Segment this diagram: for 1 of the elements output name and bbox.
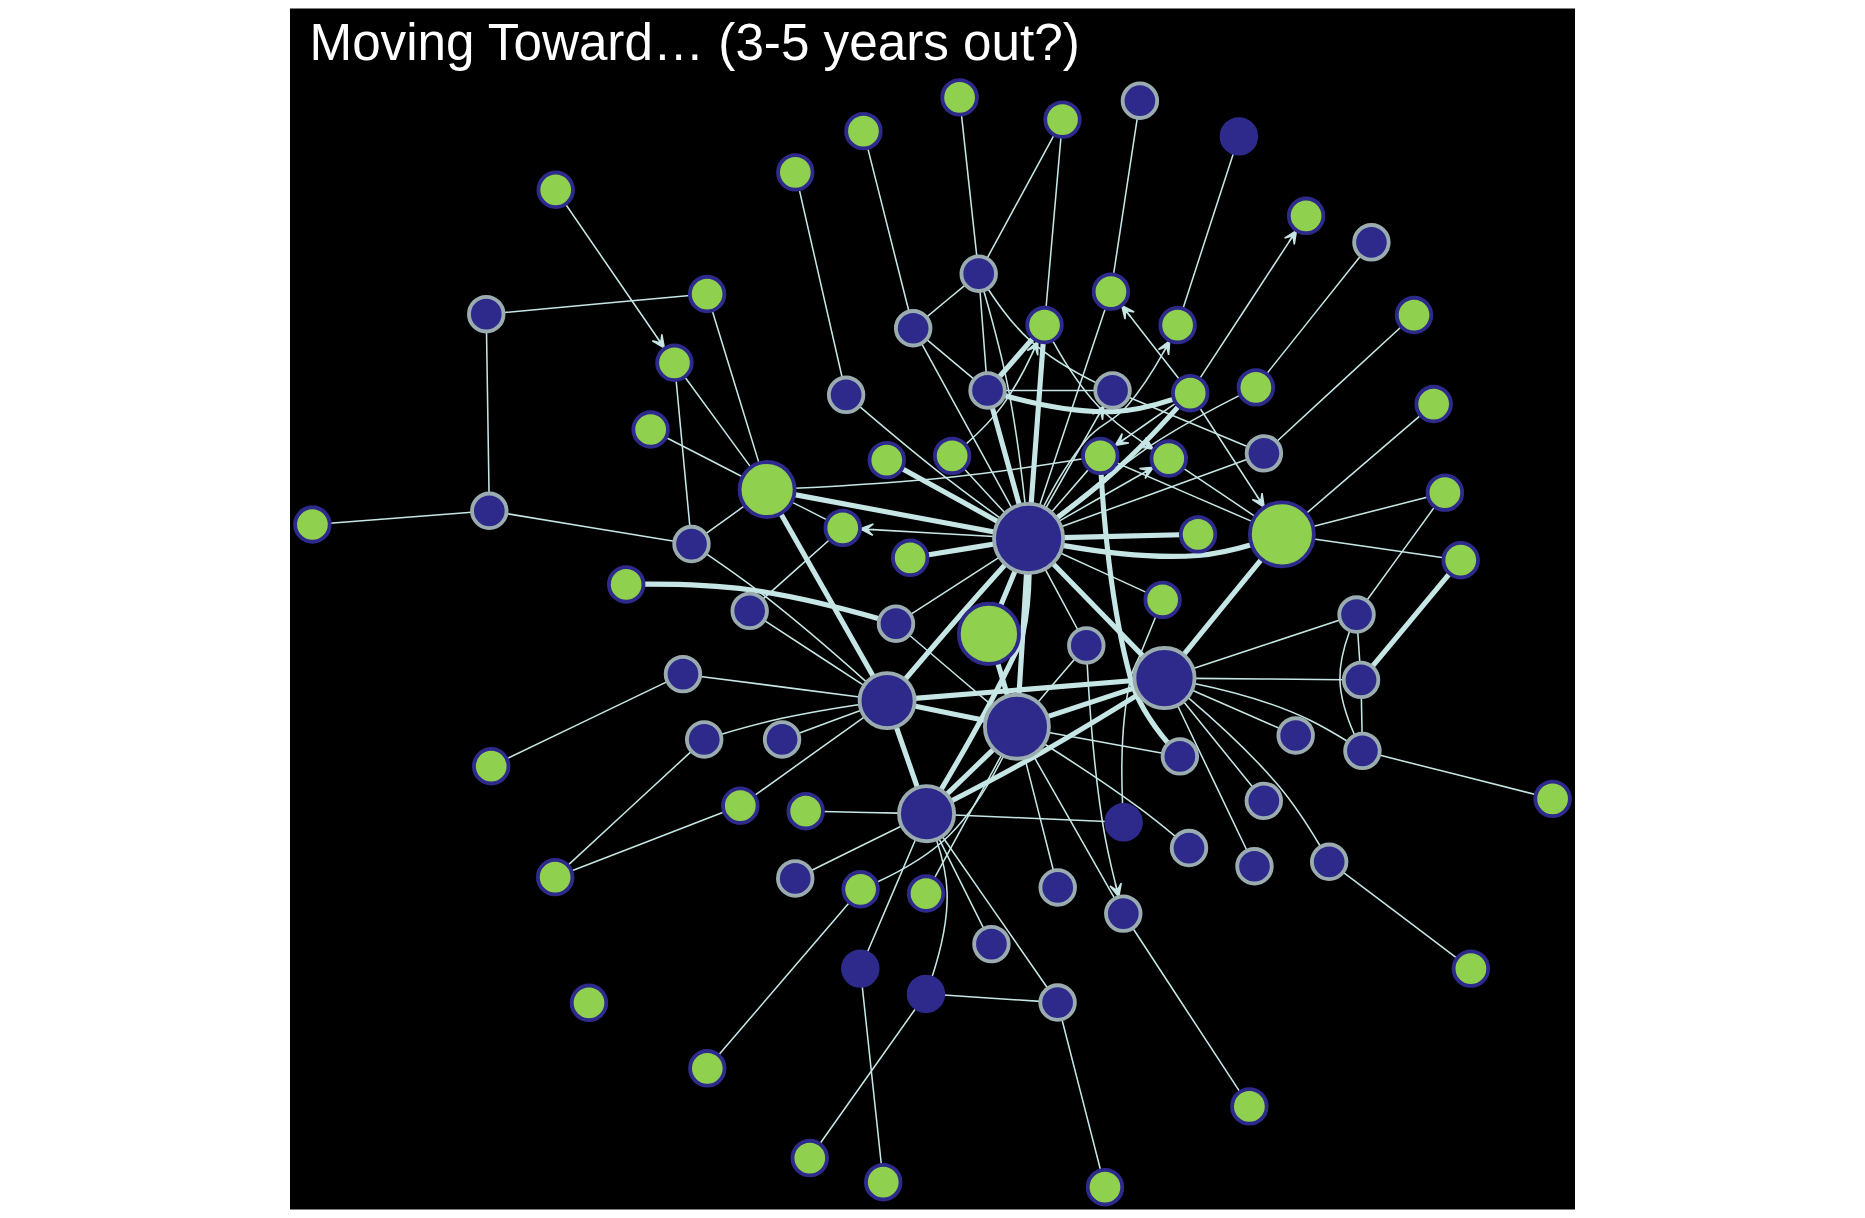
diagram-title: Moving Toward… (3-5 years out?) (309, 13, 1080, 71)
